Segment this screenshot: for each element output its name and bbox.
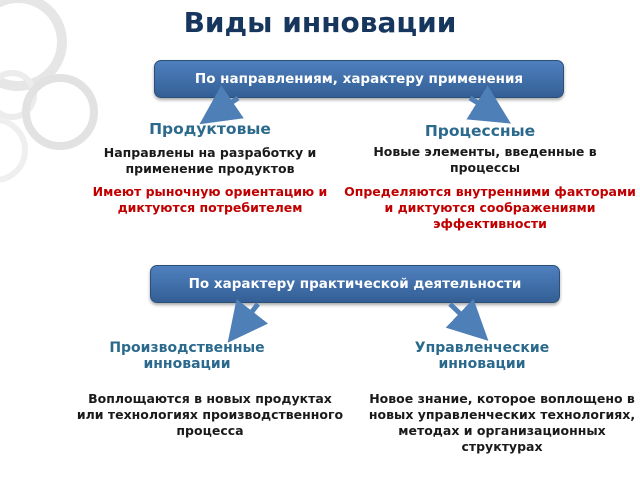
- heading-production: Производственные инновации: [109, 340, 265, 372]
- management-description: Новое знание, которое воплощено в новых …: [368, 391, 636, 454]
- heading-product: Продуктовые: [149, 120, 271, 138]
- product-note: Имеют рыночную ориентацию и диктуются по…: [92, 184, 328, 215]
- page-title: Виды инновации: [183, 6, 457, 39]
- process-description: Новые элементы, введенные в процессы: [373, 144, 597, 175]
- banner-by-activity-label: По характеру практической деятельности: [188, 276, 522, 292]
- arrow-to-process: [466, 85, 511, 124]
- arrow-to-management: [445, 298, 489, 341]
- arrow-to-product: [199, 85, 244, 125]
- banner-by-direction-label: По направлениям, характеру применения: [194, 71, 524, 87]
- heading-management: Управленческие инновации: [414, 340, 550, 372]
- product-description: Направлены на разработку и применение пр…: [103, 145, 317, 176]
- process-note: Определяются внутренними факторами и дик…: [344, 184, 636, 231]
- arrow-to-production: [227, 298, 269, 343]
- production-description: Воплощаются в новых продуктах или технол…: [76, 391, 344, 438]
- banner-by-activity: По характеру практической деятельности: [150, 265, 560, 303]
- heading-process: Процессные: [424, 122, 536, 140]
